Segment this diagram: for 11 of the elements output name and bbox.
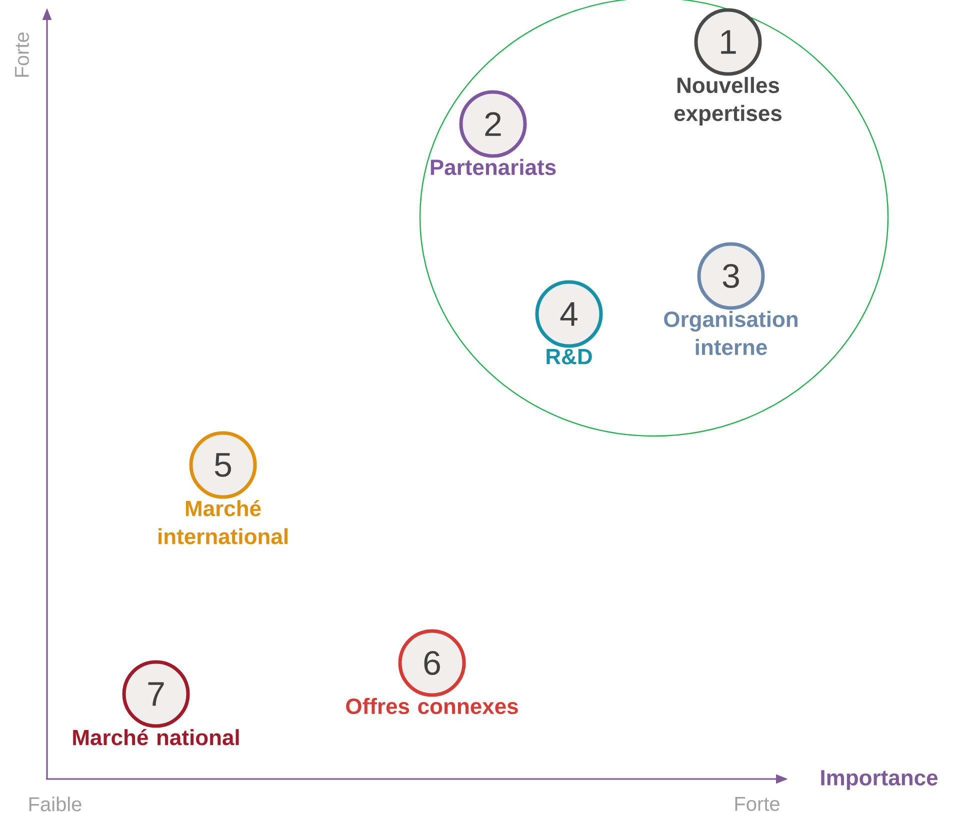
node-label: Marché national	[73, 728, 239, 746]
axis-label: Faible	[29, 796, 82, 812]
node-label: Offres connexes	[346, 698, 518, 714]
node-label: Partenariats	[430, 158, 556, 176]
axis-label: Forte	[15, 32, 29, 77]
node-label: Nouvelles expertises	[674, 76, 782, 126]
axis-title: Importance	[821, 770, 938, 790]
node-label: R&D	[546, 348, 592, 364]
node-label: Organisation interne	[664, 310, 798, 356]
axis-label: Forte	[735, 797, 780, 811]
node-label: Marché international	[158, 500, 288, 544]
